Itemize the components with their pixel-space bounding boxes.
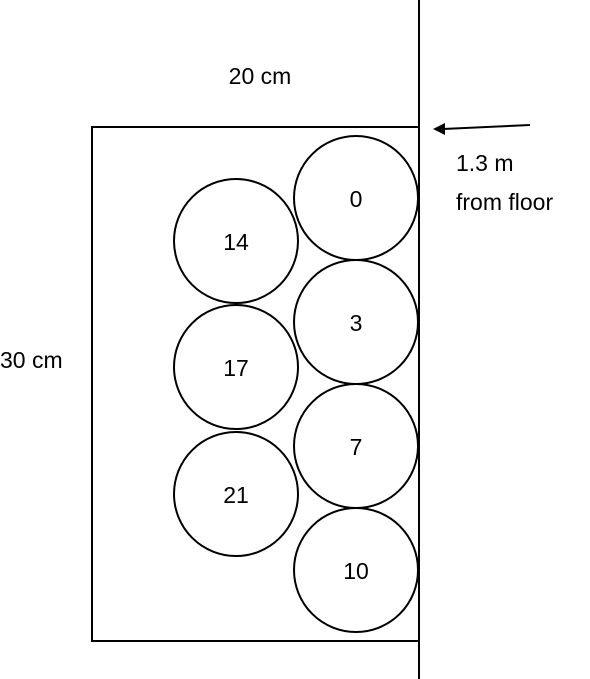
circle-label: 21 xyxy=(223,482,249,508)
width-label: 20 cm xyxy=(229,63,292,89)
circle-item: 14 xyxy=(173,178,299,304)
circle xyxy=(173,431,299,557)
circle-item: 10 xyxy=(293,507,419,633)
arrow-icon xyxy=(433,123,531,135)
floor-height-label-line1: 1.3 m xyxy=(456,150,514,176)
circle-item: 7 xyxy=(293,383,419,509)
container-box xyxy=(91,126,420,642)
circle xyxy=(173,178,299,304)
circle-label: 14 xyxy=(223,229,249,255)
height-label: 30 cm xyxy=(0,347,63,373)
circle xyxy=(173,304,299,430)
circle-label: 17 xyxy=(223,355,249,381)
circle-item: 0 xyxy=(293,135,419,261)
circle-label: 3 xyxy=(350,310,363,336)
circle-label: 7 xyxy=(350,434,363,460)
circle-label: 10 xyxy=(343,558,369,584)
circle-item: 3 xyxy=(293,259,419,385)
circle-item: 21 xyxy=(173,431,299,557)
circle-item: 17 xyxy=(173,304,299,430)
circle-label: 0 xyxy=(350,186,363,212)
floor-height-label-line2: from floor xyxy=(456,189,553,215)
circle xyxy=(293,507,419,633)
